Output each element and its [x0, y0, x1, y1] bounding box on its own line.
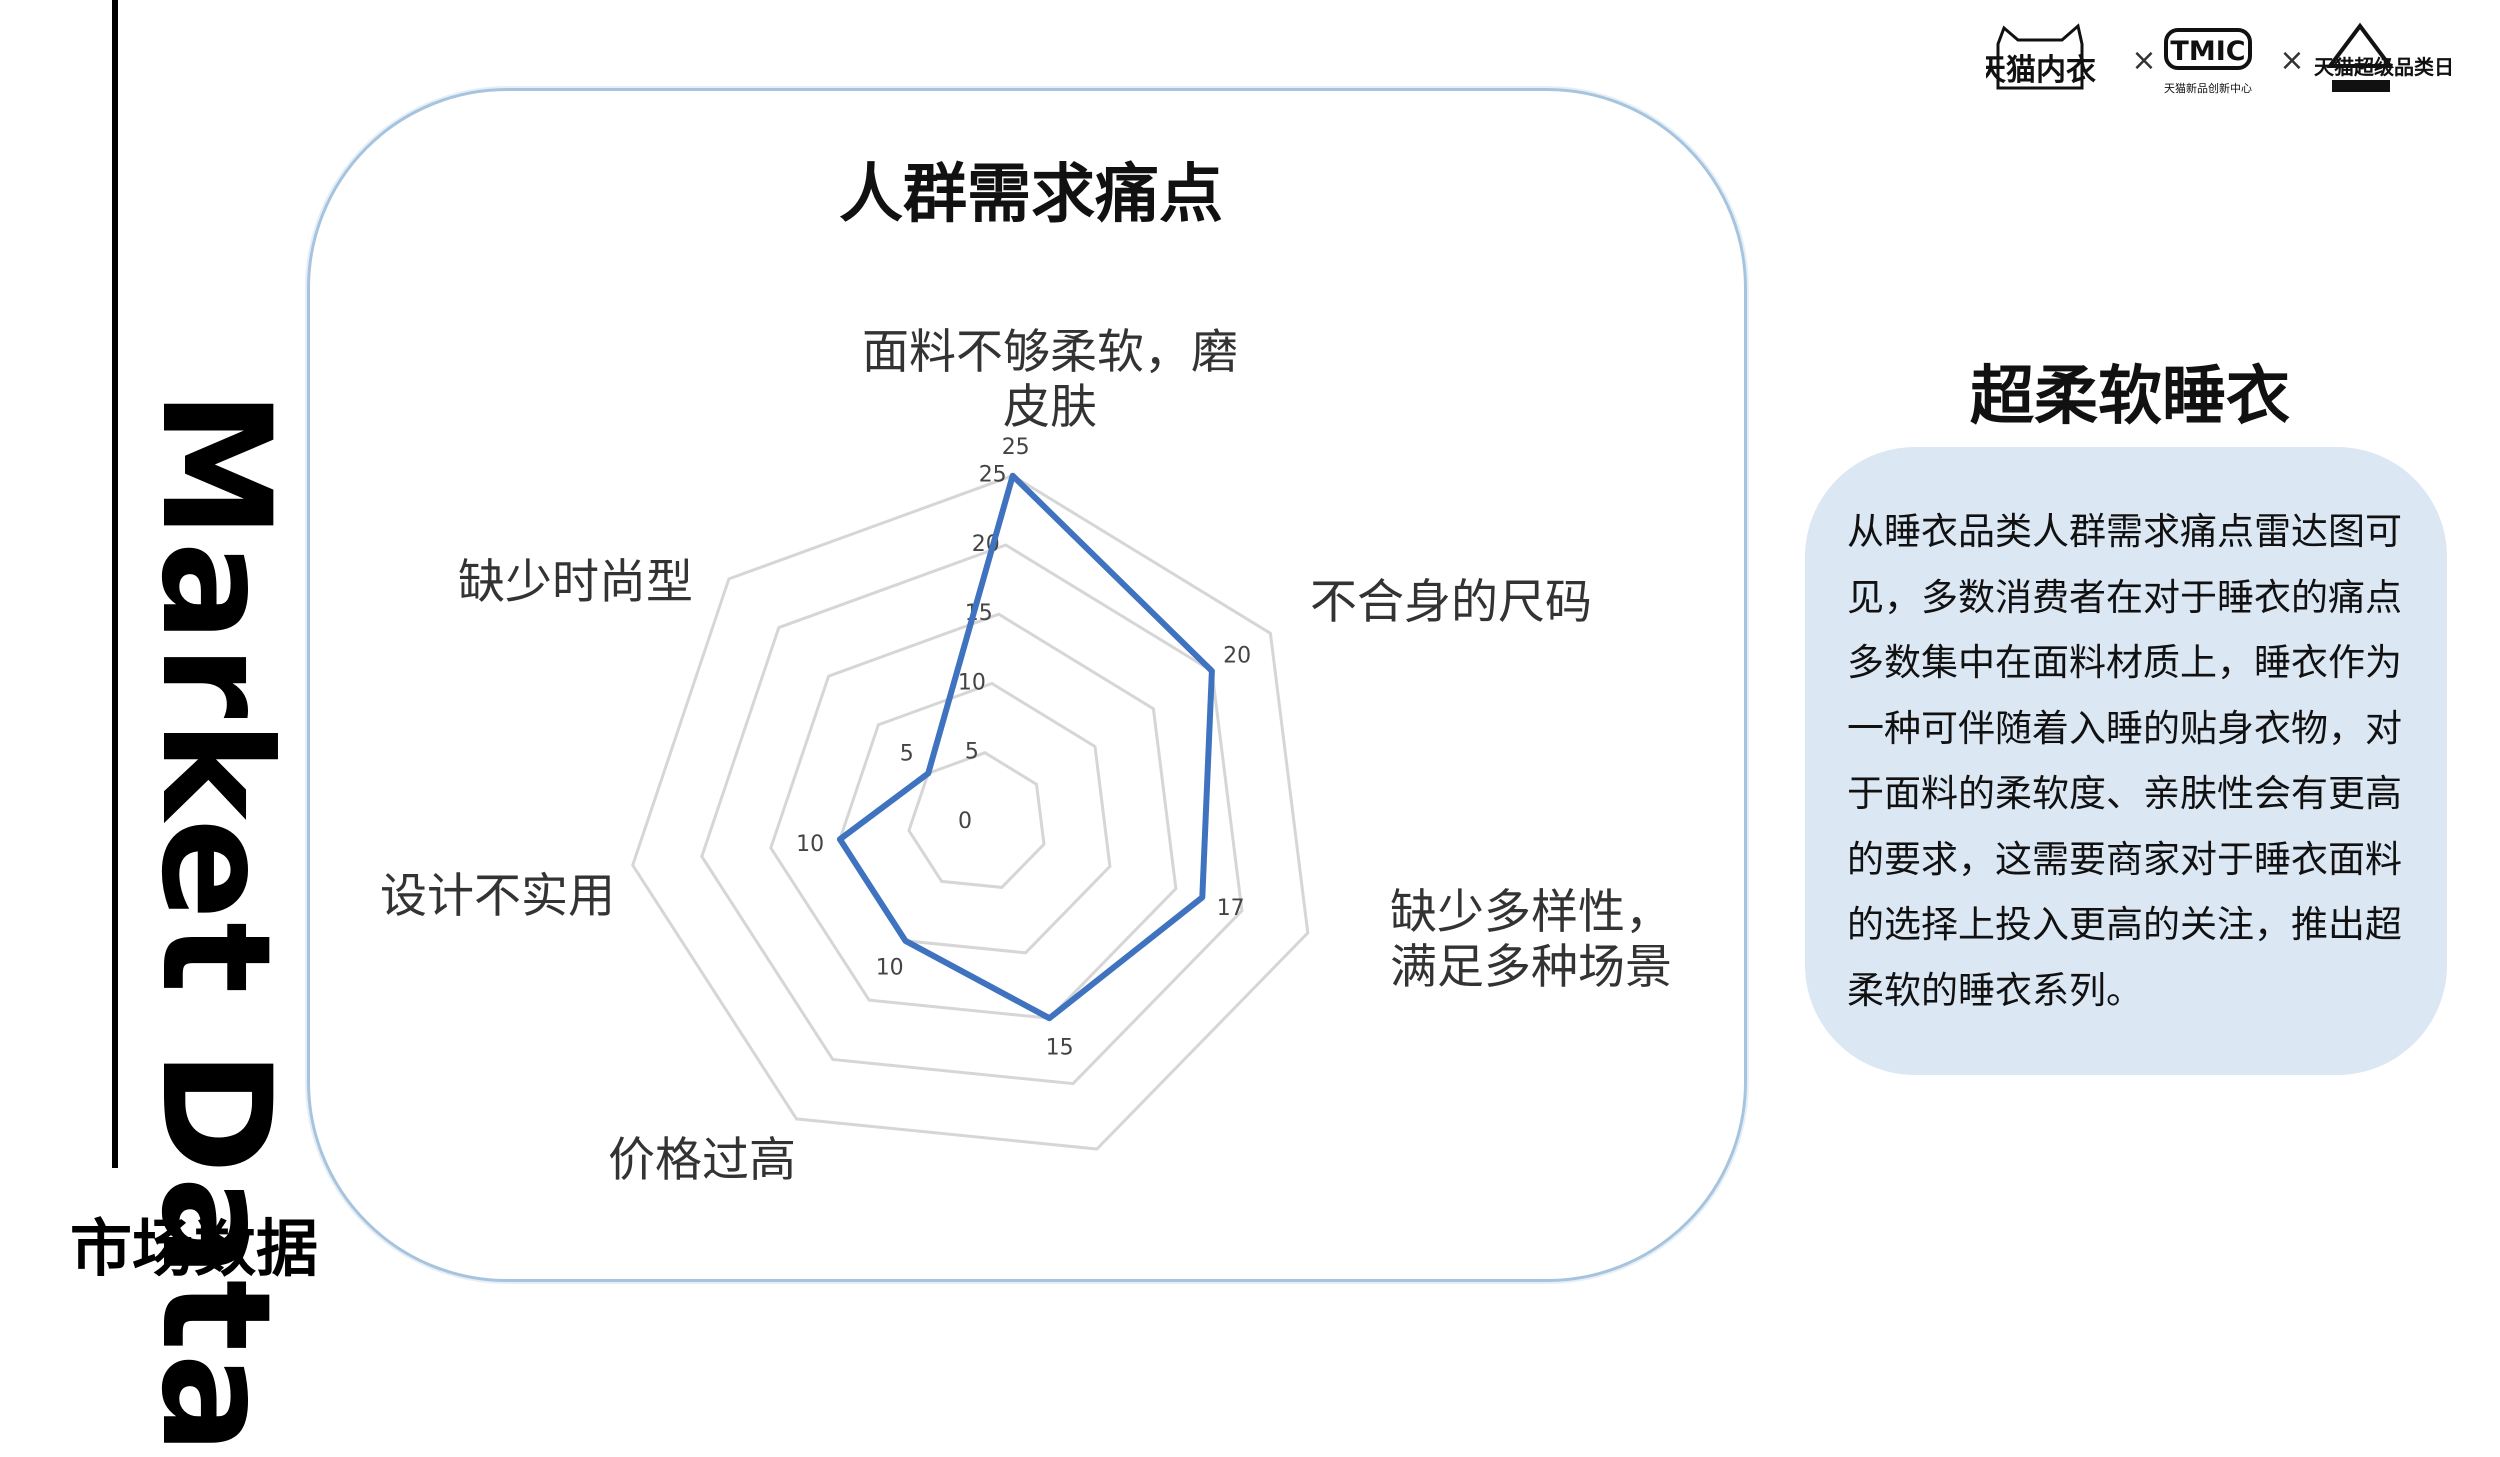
radar-axis-label-4-line-1: 设计不实用: [380, 869, 615, 924]
radar-tick-label-25: 25: [979, 463, 1007, 488]
side-title: 超柔软睡衣: [1970, 360, 2290, 434]
radar-grid-ring-25: [631, 474, 1310, 1151]
radar-data-label-0: 25: [1002, 435, 1030, 460]
radar-grid-ring-5: [907, 751, 1046, 889]
tmic-logo-text: TMIC: [2170, 36, 2245, 67]
tmic-logo-subtitle: 天猫新品创新中心: [2164, 81, 2252, 95]
radar-data-label-3: 15: [1046, 1035, 1074, 1060]
side-description-box: 从睡衣品类人群需求痛点雷达图可 见，多数消费者在对于睡衣的痛点 多数集中在面料材…: [1805, 447, 2447, 1075]
vertical-divider-line: [112, 0, 118, 1168]
brand-logos: 天猫内衣 × TMIC 天猫新品创新中心 × 天猫超级品类日: [1986, 22, 2454, 95]
tmall-underwear-logo-text: 天猫内衣: [1986, 53, 2096, 88]
side-description-line-8: 柔软的睡衣系列。: [1847, 968, 2143, 1012]
radar-data-label-2: 17: [1217, 896, 1245, 921]
radar-axis-label-5-line-1: 缺少时尚型: [458, 555, 693, 610]
radar-grid-ring-15: [769, 612, 1178, 1020]
tmall-super-category-day-logo: 天猫超级品类日: [2314, 22, 2454, 92]
radar-series-line: [836, 472, 1215, 1022]
radar-axis-label-0-line-1: 面料不够柔软，磨: [862, 325, 1238, 380]
tmic-logo: TMIC 天猫新品创新中心: [2164, 28, 2252, 95]
radar-axis-label-2-line-1: 缺少多样性，: [1390, 885, 1672, 940]
side-description-line-4: 一种可伴随着入睡的贴身衣物，对: [1847, 706, 2402, 750]
super-category-day-text: 天猫超级品类日: [2314, 55, 2454, 79]
side-description-line-6: 的要求，这需要商家对于睡衣面料: [1847, 837, 2402, 881]
side-description-line-5: 于面料的柔软度、亲肤性会有更高: [1847, 772, 2402, 815]
radar-tick-label-0: 0: [958, 809, 972, 834]
radar-grid-ring-20: [700, 543, 1244, 1086]
chart-title: 人群需求痛点: [839, 158, 1223, 232]
side-description-line-7: 的选择上投入更高的关注，推出超: [1847, 903, 2402, 946]
radar-axis-label-1-line-1: 不合身的尺码: [1310, 575, 1592, 630]
radar-axis-label-3-line-1: 价格过高: [608, 1133, 796, 1188]
chart-panel: [307, 88, 1747, 1282]
radar-data-label-4: 10: [876, 955, 904, 980]
side-description-line-3: 多数集中在面料材质上，睡衣作为: [1847, 641, 2402, 684]
radar-chart: 05101520252520171510105面料不够柔软，磨皮肤不合身的尺码缺…: [380, 325, 1672, 1188]
side-description-line-2: 见，多数消费者在对于睡衣的痛点: [1847, 575, 2402, 619]
side-description-line-1: 从睡衣品类人群需求痛点雷达图可: [1847, 510, 2402, 553]
market-data-chinese-title: 市场数据: [70, 1212, 319, 1285]
radar-data-label-6: 5: [900, 741, 914, 766]
radar-data-label-5: 10: [796, 832, 824, 857]
radar-tick-label-10: 10: [958, 671, 986, 696]
radar-axis-label-2-line-2: 满足多种场景: [1390, 940, 1672, 995]
radar-axis-label-0-line-2: 皮肤: [1003, 380, 1097, 435]
radar-grid-ring-10: [838, 681, 1112, 955]
logo-separator-1: ×: [2131, 43, 2156, 78]
logo-separator-2: ×: [2279, 43, 2304, 78]
tmall-underwear-logo: 天猫内衣: [1986, 23, 2096, 90]
radar-data-label-1: 20: [1223, 644, 1251, 669]
radar-tick-label-5: 5: [965, 740, 979, 765]
